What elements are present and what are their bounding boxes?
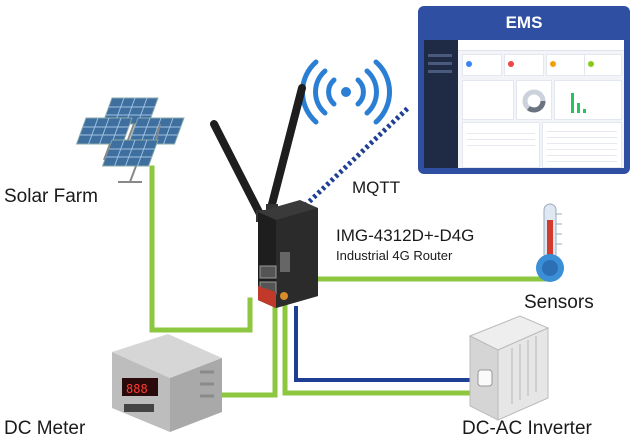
- kpi-card: [546, 54, 586, 76]
- inverter-link-green: [282, 303, 481, 396]
- router-desc-label: Industrial 4G Router: [336, 248, 453, 263]
- meter-link: [197, 303, 278, 398]
- kpi-card: [504, 54, 544, 76]
- dc-meter-icon: 888: [112, 334, 222, 432]
- dc-meter-label: DC Meter: [4, 418, 86, 439]
- kpi-card: [462, 54, 502, 76]
- table-panel: [542, 122, 622, 168]
- ems-dashboard: EMS: [418, 6, 630, 174]
- donut-chart: [522, 89, 546, 113]
- ems-title: EMS: [505, 13, 543, 32]
- bar-chart: [571, 93, 586, 113]
- donut-panel: [516, 80, 552, 120]
- table-panel: [462, 122, 540, 168]
- solar-link: [149, 165, 253, 333]
- solar-panel-icon: [75, 97, 185, 183]
- sensors-label: Sensors: [524, 292, 594, 313]
- blue-links: [294, 306, 478, 382]
- inverter-label: DC-AC Inverter: [462, 418, 592, 439]
- dashboard-topbar: [458, 40, 624, 51]
- sidebar-line: [428, 70, 452, 73]
- svg-text:888: 888: [126, 382, 148, 396]
- router-model-label: IMG-4312D+-D4G: [336, 226, 475, 245]
- wifi-signal-icon: [300, 59, 392, 125]
- dashboard-panel: [462, 80, 514, 120]
- dashboard-screenshot: [424, 40, 624, 168]
- inverter-link-blue: [294, 306, 478, 382]
- inverter-icon: [468, 315, 550, 421]
- bar-panel: [554, 80, 622, 120]
- sidebar-line: [428, 62, 452, 65]
- dashboard-sidebar: [424, 40, 458, 168]
- mqtt-link: [290, 106, 410, 220]
- mqtt-label: MQTT: [352, 178, 401, 197]
- router-icon: [258, 200, 318, 308]
- solar-farm-label: Solar Farm: [4, 186, 98, 207]
- sidebar-line: [428, 54, 452, 57]
- sensor-link: [290, 267, 551, 282]
- thermometer-icon: [536, 203, 564, 282]
- antenna-icon: [210, 84, 306, 222]
- kpi-card: [584, 54, 622, 76]
